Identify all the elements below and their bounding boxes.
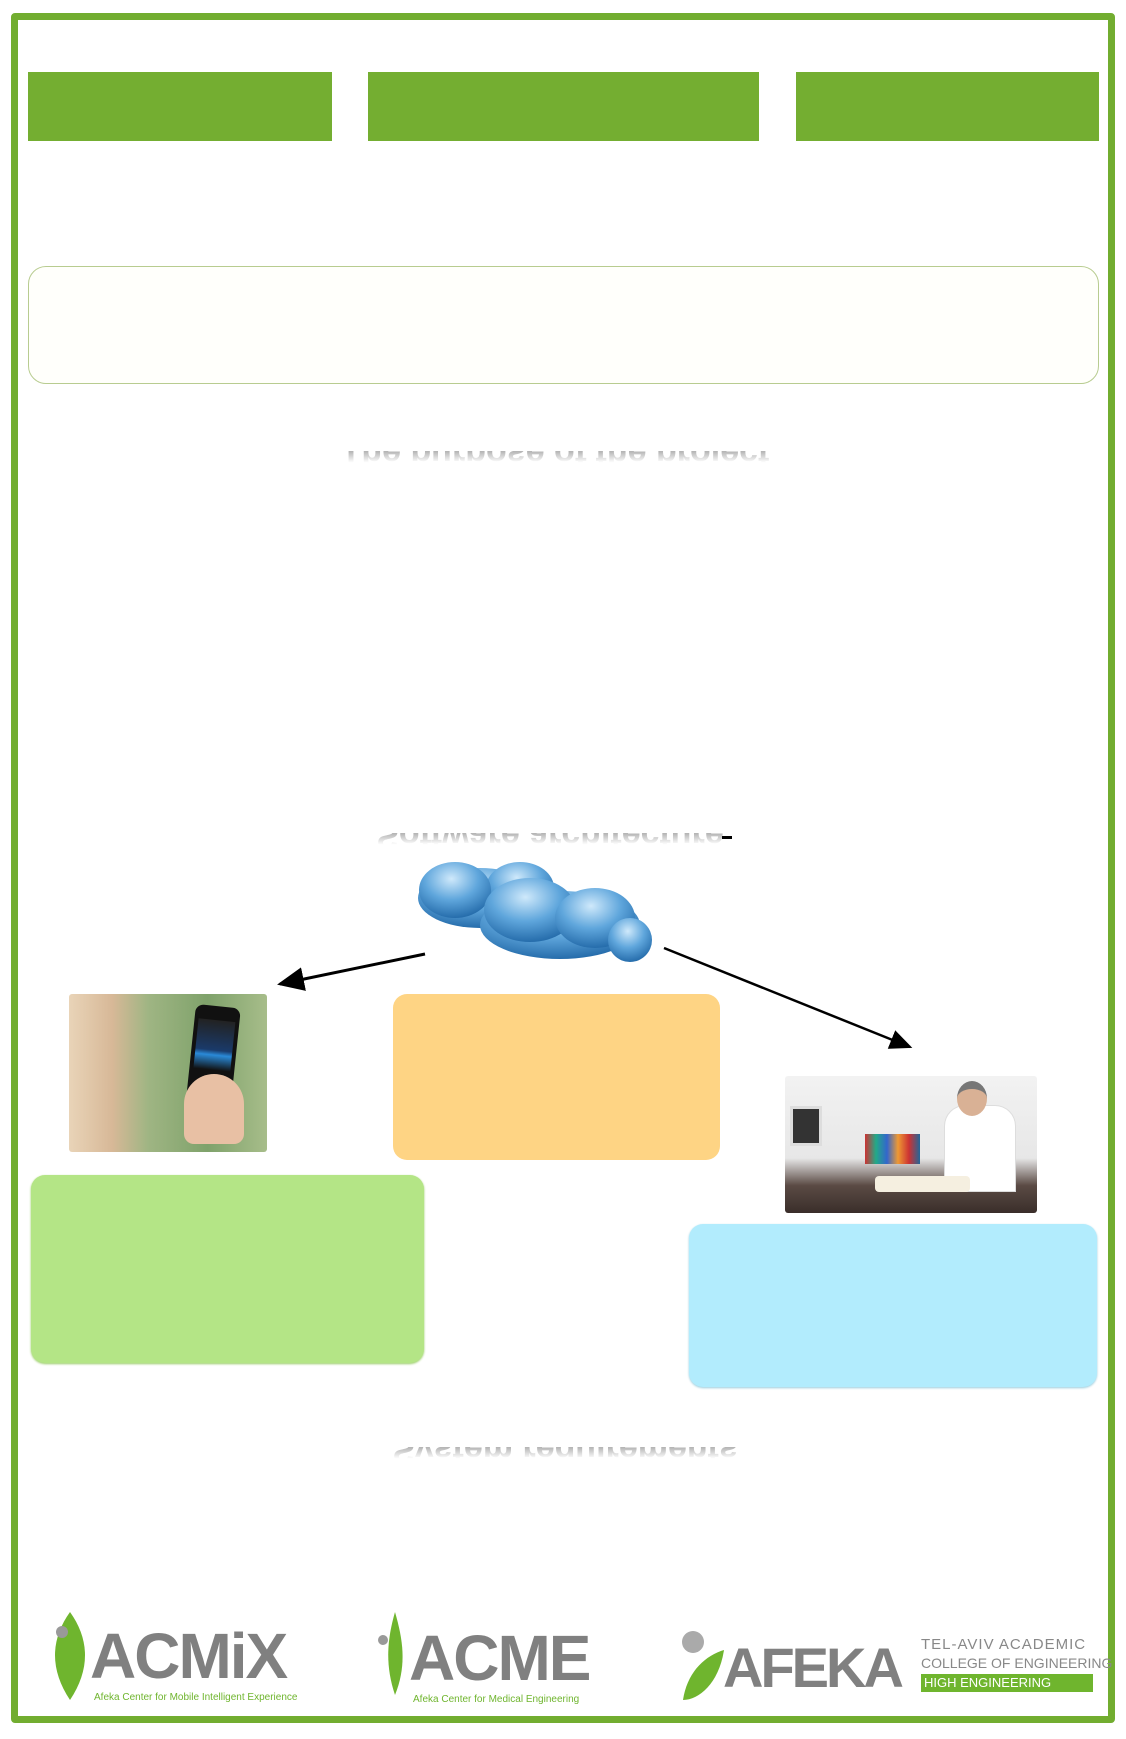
afeka-leaf-icon bbox=[682, 1631, 724, 1700]
requirements-heading: System requirements bbox=[360, 1447, 770, 1469]
acmix-name: ACMiX bbox=[90, 1620, 288, 1692]
acme-logo: ACME Afeka Center for Medical Engineerin… bbox=[373, 1610, 598, 1710]
requirements-heading-reflection: System requirements bbox=[360, 1447, 770, 1471]
acmix-leaf-icon bbox=[55, 1612, 85, 1700]
afeka-line2: COLLEGE OF ENGINEERING bbox=[921, 1655, 1113, 1671]
arrow-to-doctor bbox=[663, 946, 913, 1049]
afeka-name: AFEKA bbox=[723, 1636, 904, 1699]
page-border bbox=[11, 13, 1115, 1723]
mobile-app-box bbox=[31, 1175, 424, 1363]
acme-subtitle: Afeka Center for Medical Engineering bbox=[413, 1694, 580, 1705]
afeka-line1: TEL-AVIV ACADEMIC bbox=[921, 1636, 1087, 1653]
acme-name: ACME bbox=[409, 1622, 591, 1694]
purpose-heading: The purpose of the project bbox=[300, 451, 810, 473]
afeka-tagline: HIGH ENGINEERING bbox=[921, 1674, 1093, 1692]
header-bar-center bbox=[368, 72, 759, 141]
title-box bbox=[28, 266, 1099, 384]
open-book-shape bbox=[875, 1176, 970, 1192]
monitor-shape bbox=[790, 1106, 822, 1146]
cloud-icon bbox=[418, 862, 652, 962]
header-bar-left bbox=[28, 72, 332, 141]
server-box bbox=[393, 994, 720, 1160]
acmix-subtitle: Afeka Center for Mobile Intelligent Expe… bbox=[94, 1692, 298, 1703]
purpose-heading-reflection: The purpose of the project bbox=[300, 451, 810, 475]
mobile-user-photo bbox=[69, 994, 267, 1152]
acmix-logo: ACMiX Afeka Center for Mobile Intelligen… bbox=[50, 1610, 310, 1710]
header-bar-right bbox=[796, 72, 1099, 141]
architecture-diagram bbox=[277, 862, 913, 1049]
books-shape bbox=[865, 1134, 920, 1164]
acme-leaf-icon bbox=[378, 1612, 403, 1695]
doctor-head-shape bbox=[957, 1081, 987, 1116]
doctor-photo bbox=[785, 1076, 1037, 1213]
dash-mark bbox=[722, 836, 732, 839]
arrow-to-mobile bbox=[277, 952, 426, 991]
hand-shape bbox=[184, 1074, 244, 1144]
afeka-logo: AFEKA TEL-AVIV ACADEMIC COLLEGE OF ENGIN… bbox=[679, 1628, 1112, 1710]
doctor-interface-box bbox=[689, 1224, 1097, 1387]
